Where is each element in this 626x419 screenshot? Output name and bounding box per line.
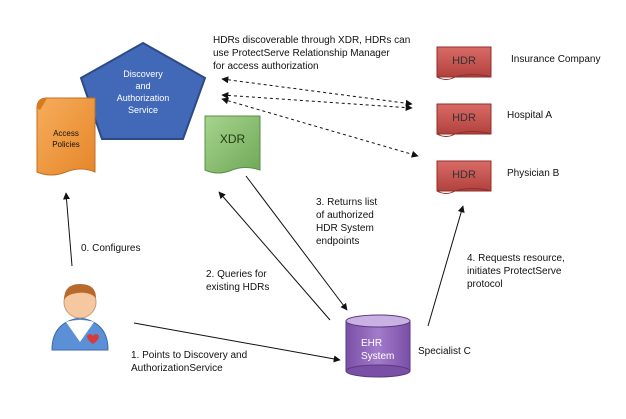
ehr-system-line1: EHR: [361, 338, 383, 349]
step2-line2: existing HDRs: [206, 282, 270, 293]
physician-b-label: Physician B: [507, 168, 560, 179]
hdr-box-physician: [436, 160, 492, 194]
discovery-service-pentagon: [79, 41, 207, 140]
discovery-service-line3: Authorization: [116, 93, 170, 103]
note-line1: HDRs discoverable through XDR, HDRs can: [213, 35, 411, 46]
ehr-system-line2: System: [361, 351, 395, 362]
dashed-arrow-hospital: [221, 91, 413, 112]
step1-label: 1. Points to Discovery and Authorization…: [131, 349, 247, 375]
access-policies-line2: Policies: [52, 140, 80, 149]
specialist-c-label: Specialist C: [418, 346, 471, 357]
step4-label: 4. Requests resource, initiates ProtectS…: [467, 252, 565, 291]
note-hdr-discoverable: HDRs discoverable through XDR, HDRs can …: [213, 34, 410, 73]
step4-line1: 4. Requests resource,: [467, 253, 565, 264]
hdr-box-insurance: [436, 46, 492, 80]
step1-line1: 1. Points to Discovery and: [131, 350, 248, 361]
access-policies-label: Access Policies: [40, 128, 92, 150]
discovery-service-line1: Discovery: [123, 69, 163, 79]
step3-line1: 3. Returns list: [316, 197, 378, 208]
step4-line2: initiates ProtectServe: [467, 266, 562, 277]
hdr-box-hospital: [436, 103, 492, 137]
dashed-arrow-physician: [221, 97, 419, 158]
step3-line3: HDR System: [316, 223, 374, 234]
step2-line1: 2. Queries for: [206, 269, 267, 280]
step3-line4: endpoints: [316, 236, 360, 247]
step2-label: 2. Queries for existing HDRs: [206, 268, 269, 294]
step4-line3: protocol: [467, 279, 503, 290]
arrow-step3: [245, 175, 348, 311]
step3-line2: of authorized: [316, 210, 374, 221]
arrow-step4: [427, 205, 465, 327]
discovery-service-line4: Service: [127, 105, 158, 115]
note-line2: use ProtectServe Relationship Manager: [213, 48, 390, 59]
insurance-company-label: Insurance Company: [511, 54, 601, 65]
xdr-label: XDR: [219, 132, 246, 146]
step0-label: 0. Configures: [81, 243, 141, 254]
arrow-step0: [63, 192, 73, 267]
hdr-label-hospital: HDR: [452, 112, 476, 124]
hospital-a-label: Hospital A: [507, 110, 553, 121]
access-policies-shape: [36, 97, 96, 176]
hdr-label-insurance: HDR: [452, 55, 476, 67]
ehr-system-label: EHR System: [361, 337, 394, 363]
hdr-label-physician: HDR: [452, 169, 476, 181]
step1-line2: AuthorizationService: [131, 363, 223, 374]
discovery-service-line2: and: [135, 81, 151, 91]
ehr-system-cylinder: [345, 314, 411, 378]
step3-label: 3. Returns list of authorized HDR System…: [316, 196, 377, 248]
note-line3: for access authorization: [213, 61, 319, 72]
dashed-arrow-insurance: [221, 76, 413, 107]
arrow-step2: [218, 191, 331, 321]
user-avatar-icon: [51, 284, 109, 351]
access-policies-line1: Access: [53, 129, 79, 138]
discovery-service-label: Discovery and Authorization Service: [103, 68, 183, 116]
arrow-step1: [133, 322, 341, 363]
